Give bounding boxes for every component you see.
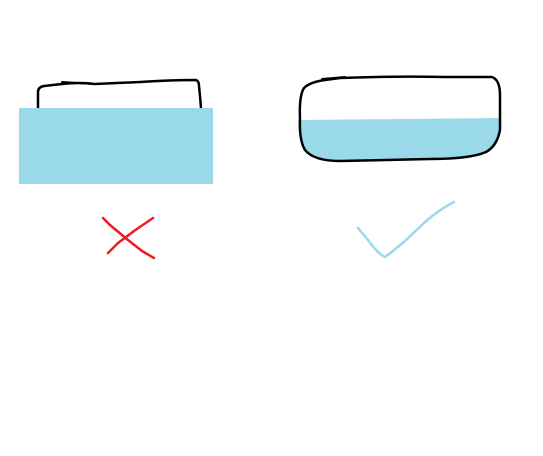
checkmark-icon [356,200,456,259]
incorrect-example [19,78,213,184]
incorrect-fill [19,108,213,184]
incorrect-outline [36,78,203,110]
correct-example [298,75,502,163]
correct-outline [298,75,502,163]
correct-fill [300,118,501,161]
cross-stroke-2 [106,216,155,255]
incorrect-outline-stroke2 [61,81,94,85]
checkmark-stroke [356,200,456,259]
cross-icon [101,216,156,260]
correct-outline-stroke2 [321,76,346,80]
cross-stroke-1 [101,216,156,260]
